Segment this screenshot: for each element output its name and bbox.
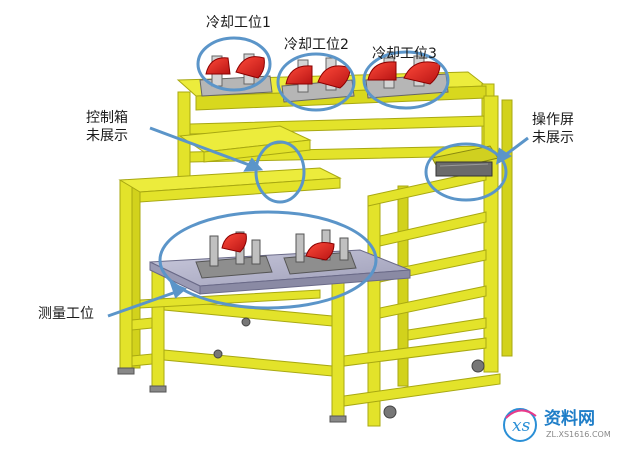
callout-measurement (158, 210, 378, 310)
label-control-box: 控制箱 (86, 110, 128, 126)
label-measurement: 测量工位 (38, 306, 94, 322)
watermark-cn: 资料网 (544, 408, 595, 429)
label-cooling-2: 冷却工位2 (284, 37, 349, 53)
label-cooling-3: 冷却工位3 (372, 46, 437, 62)
label-cooling-1: 冷却工位1 (206, 15, 271, 31)
measurement-fixture-1 (195, 231, 273, 279)
arrow-operation-screen (503, 136, 529, 158)
label-operation-screen-note: 未展示 (532, 130, 574, 146)
label-control-box-note: 未展示 (86, 128, 128, 144)
arrow-measurement (107, 290, 177, 318)
yellow-frame (117, 71, 513, 427)
label-operation-screen: 操作屏 (532, 112, 574, 128)
callout-cooling-3 (362, 50, 450, 110)
watermark-url: ZL.XS1616.COM (546, 430, 611, 439)
cooling-fixture-2 (281, 57, 355, 103)
callout-cooling-2 (276, 52, 356, 112)
callout-operation-screen (424, 142, 508, 202)
operation-screen-bracket (431, 145, 499, 177)
watermark-logo: xs 资料网 ZL.XS1616.COM (503, 408, 611, 442)
svg-text:xs: xs (512, 416, 531, 436)
callout-control-box (254, 140, 306, 204)
measurement-fixture-2 (283, 229, 357, 275)
callout-cooling-1 (196, 36, 272, 92)
callout-ellipses (158, 36, 508, 310)
callout-arrows (107, 126, 529, 318)
arrow-control-box (149, 126, 253, 168)
